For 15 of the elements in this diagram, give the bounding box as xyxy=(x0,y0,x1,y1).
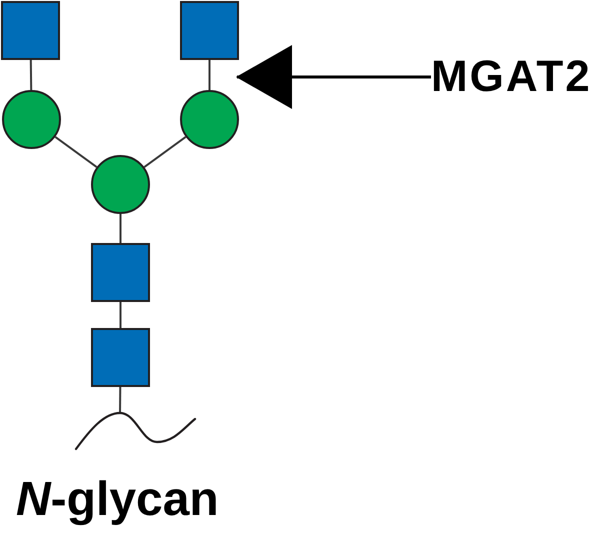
arrow xyxy=(236,45,431,109)
connector-line xyxy=(120,302,122,328)
square-symbol xyxy=(91,328,150,387)
wavy-line xyxy=(74,410,198,452)
connector-line xyxy=(144,136,186,168)
connector-line xyxy=(208,60,210,90)
connector-line xyxy=(119,386,122,414)
connector-line xyxy=(54,136,98,168)
connector-line xyxy=(30,60,32,90)
enzyme-label: MGAT2 xyxy=(431,55,592,99)
square-symbol xyxy=(1,1,60,60)
caption: N-glycan xyxy=(16,476,219,524)
square-symbol xyxy=(180,1,239,60)
connector-line xyxy=(120,214,122,243)
square-symbol xyxy=(91,243,150,302)
